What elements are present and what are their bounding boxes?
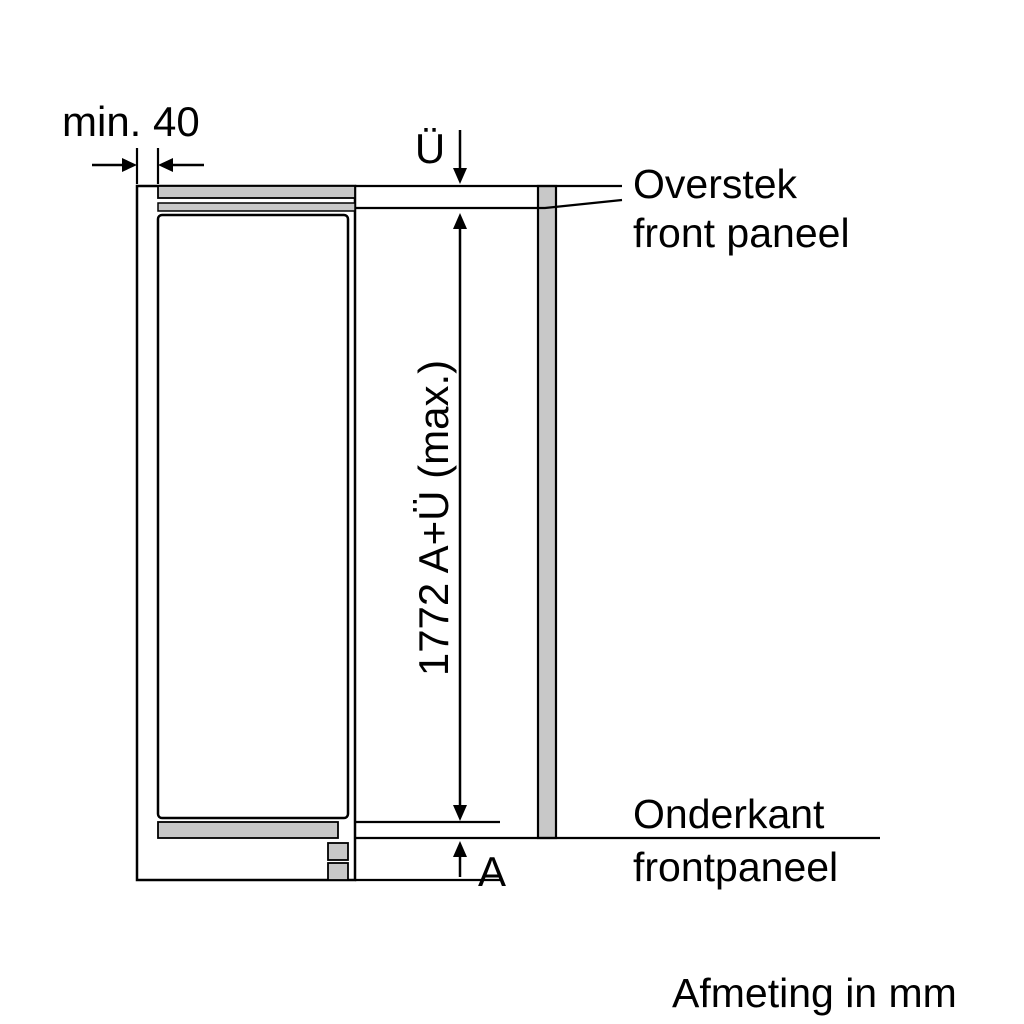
- overstek-label-line2: front paneel: [633, 210, 850, 256]
- leader-line-overhang: [355, 198, 623, 210]
- a-label: A: [478, 848, 506, 895]
- ue-arrow-head: [453, 168, 467, 184]
- overstek-label-line1: Overstek: [633, 161, 798, 207]
- ue-label: Ü: [415, 125, 445, 172]
- min-width-arrow-left-head: [122, 158, 137, 172]
- height-dimension-arrow-bottom: [453, 805, 467, 821]
- overhang-strip: [157, 202, 356, 212]
- a-dimension-arrow-head: [453, 841, 467, 857]
- units-label: Afmeting in mm: [672, 970, 957, 1016]
- hinge-block-upper: [327, 842, 349, 861]
- height-dimension-label: 1772 A+Ü (max.): [410, 360, 457, 676]
- min-width-arrow-right-head: [158, 158, 173, 172]
- min-width-label: min. 40: [62, 98, 200, 145]
- bottom-trim-strip: [157, 821, 339, 839]
- height-dimension-arrow-top: [453, 213, 467, 229]
- onderkant-label-line1: Onderkant: [633, 791, 825, 837]
- hinge-block-lower: [327, 862, 349, 881]
- appliance-door: [156, 213, 350, 820]
- front-panel-bar: [536, 184, 558, 840]
- top-trim-strip: [157, 185, 356, 199]
- onderkant-label-line2: frontpaneel: [633, 844, 838, 890]
